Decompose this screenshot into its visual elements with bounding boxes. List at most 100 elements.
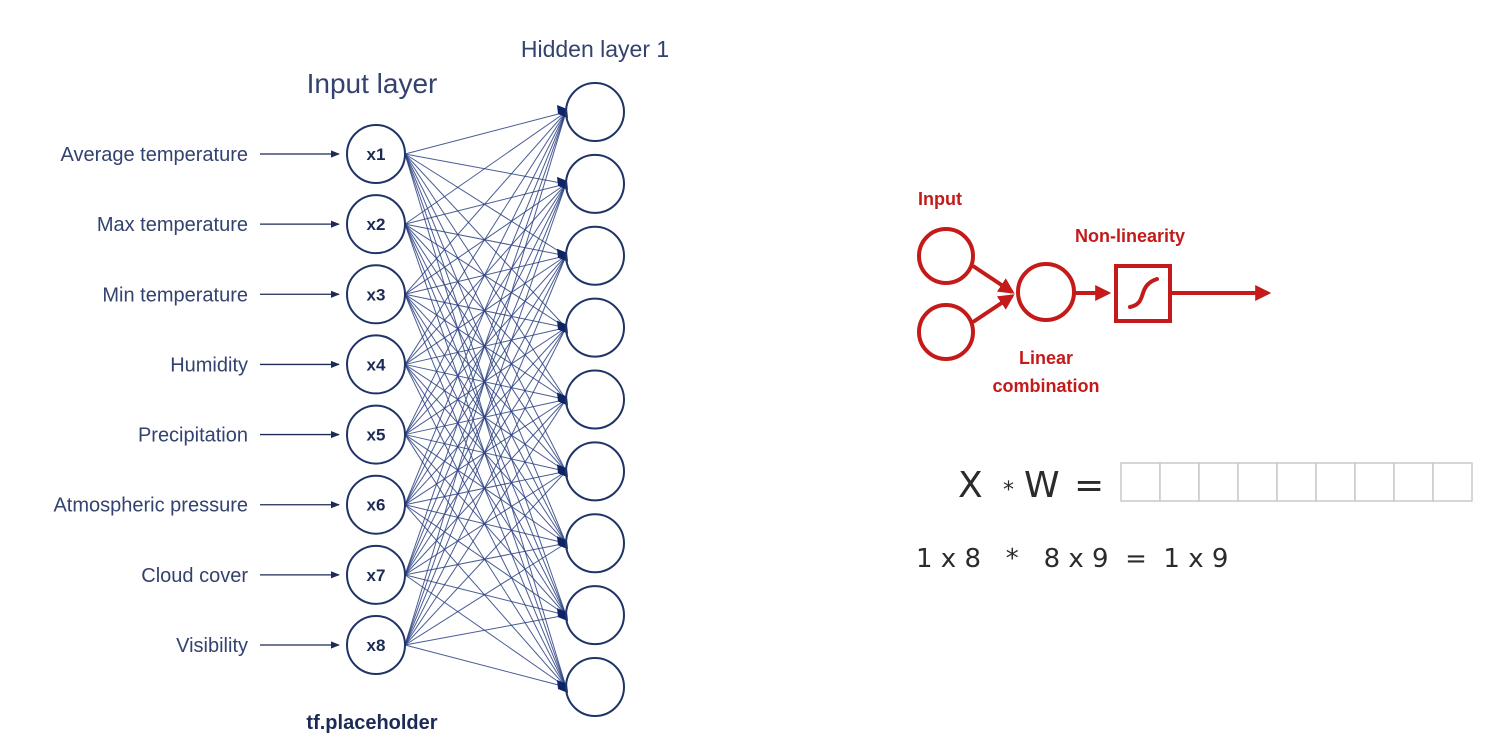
connection-edge xyxy=(404,255,567,646)
hidden-layer xyxy=(565,82,625,717)
input-node-label: x5 xyxy=(367,426,386,445)
neuron-input-node-2 xyxy=(917,303,975,361)
connection-edge xyxy=(404,153,567,257)
input-node-label: x8 xyxy=(367,636,386,655)
feature-label: Humidity xyxy=(170,354,248,376)
result-cell xyxy=(1276,462,1317,502)
input-layer-title: Input layer xyxy=(307,68,438,99)
input-node xyxy=(346,404,406,465)
connection-edge xyxy=(404,614,567,646)
hidden-node xyxy=(565,441,625,502)
hidden-node xyxy=(565,225,625,286)
connection-edge xyxy=(404,434,567,688)
input-node-label: x7 xyxy=(367,566,386,585)
connection-edge xyxy=(404,504,567,544)
feature-label: Atmospheric pressure xyxy=(53,495,248,517)
result-cell xyxy=(1120,462,1161,502)
input-node xyxy=(346,615,406,675)
neuron-linear-label-2: combination xyxy=(993,376,1100,396)
connection-edge xyxy=(404,153,567,400)
connection-edge xyxy=(404,504,567,688)
neuron-input-label: Input xyxy=(918,189,962,209)
connection-edge xyxy=(404,223,567,544)
connection-edge xyxy=(404,504,567,616)
connection-edge xyxy=(404,111,567,576)
feature-label: Min temperature xyxy=(102,284,248,306)
connection-edge xyxy=(404,111,567,295)
connection-edge xyxy=(404,111,567,505)
neuron-input-arrow-2 xyxy=(971,294,1015,324)
input-node xyxy=(346,544,406,605)
connection-edge xyxy=(404,363,567,400)
input-node xyxy=(346,124,406,184)
eq-w: W xyxy=(1024,465,1060,506)
eq-dimensions: 1 x 8 * 8 x 9 = 1 x 9 xyxy=(916,544,1228,574)
connection-edge xyxy=(404,434,567,616)
connection-edge xyxy=(404,434,567,472)
result-cell xyxy=(1432,462,1473,502)
connection-edge xyxy=(404,183,567,646)
connection-edge xyxy=(404,223,567,329)
sigmoid-icon xyxy=(1128,277,1159,309)
connection-edge xyxy=(404,399,567,646)
result-cell xyxy=(1237,462,1278,502)
tf-placeholder-label: tf.placeholder xyxy=(306,712,437,734)
connection-edge xyxy=(404,399,567,436)
result-cell xyxy=(1354,462,1395,502)
connection-edge xyxy=(404,364,567,688)
feature-label: Average temperature xyxy=(60,144,248,166)
result-cell xyxy=(1159,462,1200,502)
hidden-layer-title: Hidden layer 1 xyxy=(521,36,669,62)
result-vector xyxy=(1120,462,1473,502)
linear-combination-node xyxy=(1016,262,1076,322)
connection-edge xyxy=(404,111,567,155)
matrix-equation: X * W = 1 x 8 * 8 x 9 = 1 x 9 xyxy=(916,462,1473,574)
input-node xyxy=(346,474,406,535)
result-cell xyxy=(1393,462,1434,502)
eq-multiply: * xyxy=(1003,478,1014,503)
connection-edges xyxy=(404,111,567,688)
connection-edge xyxy=(404,364,567,472)
hidden-node xyxy=(565,82,625,142)
connection-edge xyxy=(404,293,567,472)
connection-edge xyxy=(404,293,567,329)
eq-x: X xyxy=(958,465,983,506)
connection-edge xyxy=(404,223,567,400)
feature-label: Cloud cover xyxy=(141,565,248,587)
connection-edge xyxy=(404,470,567,506)
hidden-node xyxy=(565,297,625,358)
neuron-linear-label-1: Linear xyxy=(1019,348,1073,368)
feature-label: Precipitation xyxy=(138,425,248,447)
connection-edge xyxy=(404,293,567,400)
input-node-label: x3 xyxy=(367,285,386,304)
eq-equals: = xyxy=(1074,465,1104,506)
input-node xyxy=(346,194,406,255)
connection-edge xyxy=(404,434,567,544)
connection-edge xyxy=(404,111,567,225)
neuron-input-node-1 xyxy=(917,227,975,285)
hidden-node xyxy=(565,369,625,430)
hidden-node xyxy=(565,153,625,214)
connection-edge xyxy=(404,574,567,688)
connection-edge xyxy=(404,364,567,544)
hidden-node xyxy=(565,657,625,717)
connection-edge xyxy=(404,223,567,257)
connection-edge xyxy=(404,223,567,472)
connection-edge xyxy=(404,364,567,616)
neuron-nonlinearity-label: Non-linearity xyxy=(1075,226,1185,246)
connection-edge xyxy=(404,294,567,616)
connection-edge xyxy=(404,542,567,646)
connection-edge xyxy=(404,327,567,646)
feature-label: Max temperature xyxy=(97,214,248,236)
connection-edge xyxy=(404,644,567,688)
connection-edge xyxy=(404,111,567,646)
input-node-label: x2 xyxy=(367,215,386,234)
feature-label: Visibility xyxy=(176,635,248,657)
neuron-input-arrow-1 xyxy=(971,264,1015,294)
connection-edge xyxy=(404,574,567,616)
neuron-diagram: Input Non-linearity Linear combination xyxy=(917,189,1272,396)
connection-edge xyxy=(404,153,567,185)
input-node xyxy=(346,264,406,325)
